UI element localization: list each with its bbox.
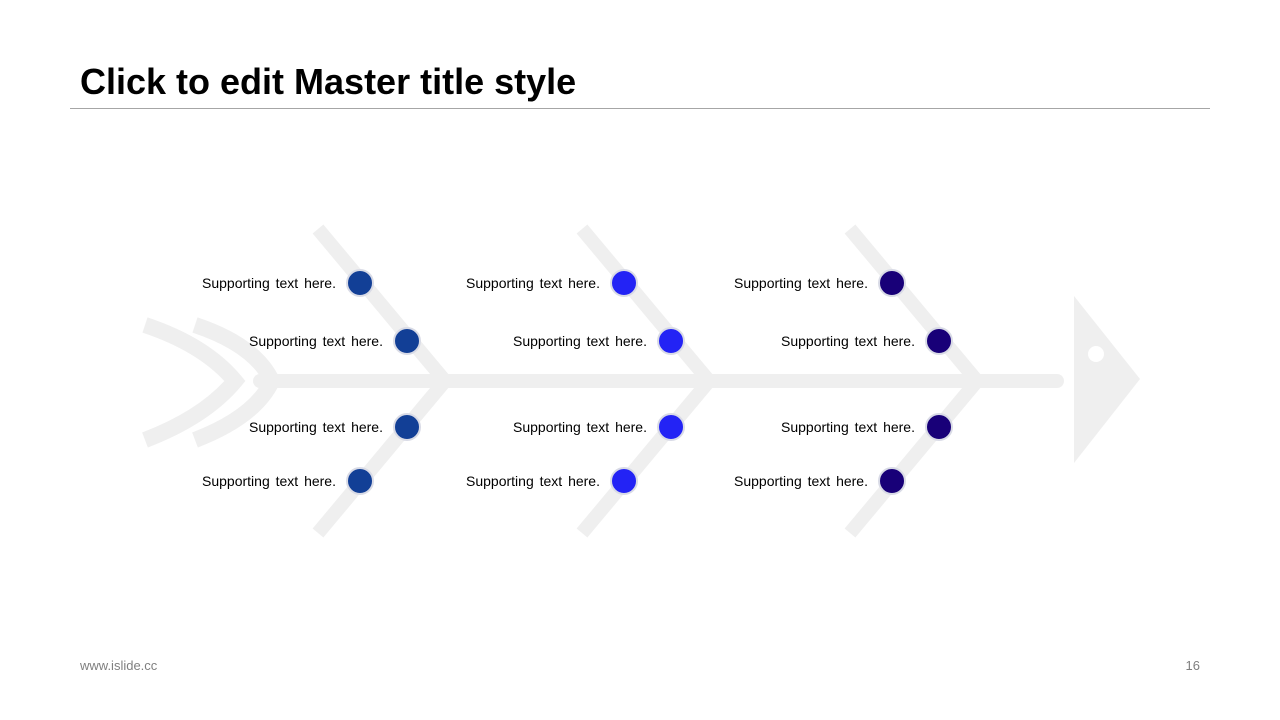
node-dot-1-bottom-outer[interactable] [346, 467, 374, 495]
node-label-3-top-outer[interactable]: Supporting text here. [734, 275, 868, 291]
footer-url[interactable]: www.islide.cc [80, 658, 158, 673]
node-dot-3-bottom-outer[interactable] [878, 467, 906, 495]
fish-head [1074, 296, 1140, 463]
node-dot-3-top-outer[interactable] [878, 269, 906, 297]
node-dot-1-bottom-inner[interactable] [393, 413, 421, 441]
node-label-1-top-outer[interactable]: Supporting text here. [202, 275, 336, 291]
rib-2-top [576, 224, 715, 386]
node-label-1-bottom-inner[interactable]: Supporting text here. [249, 419, 383, 435]
node-label-2-top-inner[interactable]: Supporting text here. [513, 333, 647, 349]
rib-3-bottom [844, 376, 983, 538]
node-dot-1-top-outer[interactable] [346, 269, 374, 297]
rib-1-top [312, 224, 451, 386]
node-label-2-top-outer[interactable]: Supporting text here. [466, 275, 600, 291]
rib-3-top [844, 224, 983, 386]
node-dot-1-top-inner[interactable] [393, 327, 421, 355]
fish-eye [1088, 346, 1104, 362]
node-dot-2-top-inner[interactable] [657, 327, 685, 355]
node-dot-2-top-outer[interactable] [610, 269, 638, 297]
node-dots [346, 269, 953, 495]
title-divider [70, 108, 1210, 109]
fish-skeleton [142, 224, 1064, 538]
node-label-1-bottom-outer[interactable]: Supporting text here. [202, 473, 336, 489]
node-label-2-bottom-inner[interactable]: Supporting text here. [513, 419, 647, 435]
node-dot-2-bottom-inner[interactable] [657, 413, 685, 441]
node-label-3-bottom-outer[interactable]: Supporting text here. [734, 473, 868, 489]
rib-1-bottom [312, 376, 451, 538]
node-label-2-bottom-outer[interactable]: Supporting text here. [466, 473, 600, 489]
slide-title[interactable]: Click to edit Master title style [80, 61, 577, 102]
node-label-1-top-inner[interactable]: Supporting text here. [249, 333, 383, 349]
node-dot-3-top-inner[interactable] [925, 327, 953, 355]
node-dot-3-bottom-inner[interactable] [925, 413, 953, 441]
node-dot-2-bottom-outer[interactable] [610, 467, 638, 495]
node-label-3-bottom-inner[interactable]: Supporting text here. [781, 419, 915, 435]
tail-chevron-outer [142, 317, 246, 448]
rib-2-bottom [576, 376, 715, 538]
page-number: 16 [1185, 658, 1200, 673]
node-label-3-top-inner[interactable]: Supporting text here. [781, 333, 915, 349]
